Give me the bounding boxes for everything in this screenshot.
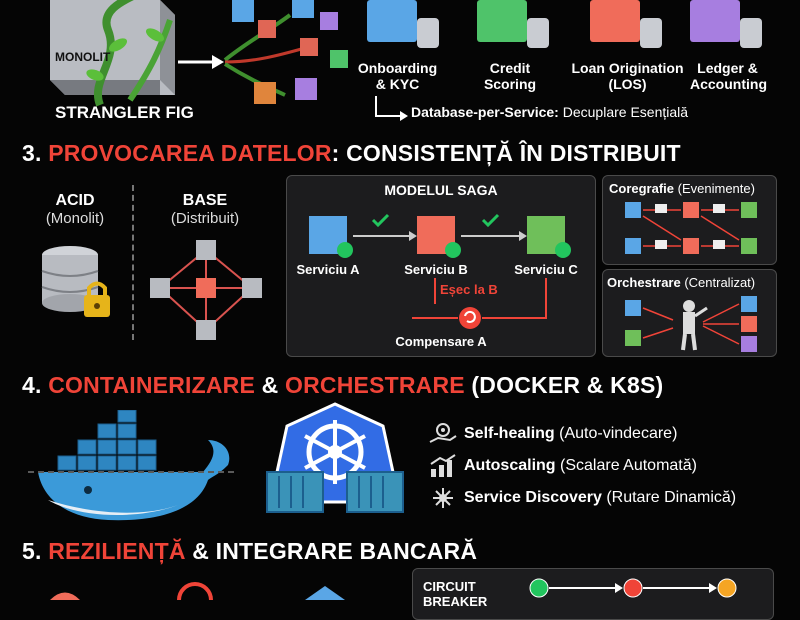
onboarding-service-icon: [367, 0, 439, 48]
section-4-title: 4. CONTAINERIZARE & ORCHESTRARE (DOCKER …: [22, 372, 664, 398]
service-label: Credit Scoring: [483, 60, 537, 92]
section-3-title: 3. PROVOCAREA DATELOR: CONSISTENȚĂ ÎN DI…: [22, 140, 681, 166]
circuit-breaker-label: CIRCUIT BREAKER: [423, 579, 488, 609]
monolith-strangler-illustration: [0, 0, 360, 130]
bar-chart-icon: [430, 454, 456, 477]
credit-scoring-service-icon: [477, 0, 549, 48]
database-lock-icon: [41, 246, 110, 317]
feature-service-discovery: Service Discovery (Rutare Dinamică): [428, 482, 800, 514]
choreography-events-diagram: [625, 202, 757, 254]
hand-gear-icon: [429, 423, 457, 443]
service-onboarding: Onboarding & KYC: [355, 0, 465, 92]
feature-self-healing: Self-healing (Auto-vindecare): [428, 418, 800, 450]
base-block: BASE (Distribuit): [155, 192, 255, 227]
ledger-service-icon: [690, 0, 762, 48]
saga-service-c: Serviciu C: [514, 262, 578, 277]
service-icons-row: Onboarding & KYC Credit Scoring Loan Ori…: [355, 0, 800, 95]
strangler-fig-label: STRANGLER FIG: [55, 103, 194, 122]
service-ledger: Ledger & Accounting: [690, 0, 800, 92]
docker-whale-icon: [28, 410, 238, 521]
orchestrator-conductor-icon: [625, 296, 757, 352]
saga-compensate-label: Compensare A: [395, 334, 487, 349]
service-label: Onboarding & KYC: [357, 60, 438, 92]
elbow-arrow-icon: [375, 96, 408, 121]
orchestration-panel: Orchestrare (Centralizat): [602, 269, 777, 357]
saga-service-b: Serviciu B: [404, 262, 468, 277]
base-subtitle: (Distribuit): [170, 210, 240, 227]
base-title: BASE: [182, 192, 228, 209]
network-icon: [433, 488, 453, 508]
monolith-cube-icon: [50, 0, 348, 107]
acid-base-divider: [132, 185, 134, 340]
acid-block: ACID (Monolit): [25, 192, 125, 227]
service-loan: Loan Origination (LOS): [570, 0, 690, 92]
choreography-title: Coregrafie (Evenimente): [609, 181, 755, 196]
service-label: Loan Origination (LOS): [571, 60, 684, 92]
kubernetes-helm-icon: [266, 402, 404, 513]
service-credit: Credit Scoring: [465, 0, 575, 92]
saga-flow-diagram: [309, 213, 571, 329]
circuit-breaker-panel: CIRCUIT BREAKER: [412, 568, 774, 620]
resilience-icons-partial: [50, 582, 345, 600]
section-5-title: 5. REZILIENȚĂ & INTEGRARE BANCARĂ: [22, 538, 478, 564]
saga-failure-label: Eșec la B: [440, 282, 498, 297]
saga-panel: MODELUL SAGA Serviciu A Serviciu B Servi…: [286, 175, 596, 357]
distributed-network-icon: [150, 240, 262, 340]
choreography-panel: Coregrafie (Evenimente): [602, 175, 777, 265]
feature-autoscaling: Autoscaling (Scalare Automată): [428, 450, 800, 482]
service-label: Ledger & Accounting: [690, 60, 767, 92]
monolit-label: MONOLIT: [55, 50, 111, 64]
orchestration-title: Orchestrare (Centralizat): [607, 275, 756, 290]
saga-title: MODELUL SAGA: [384, 182, 498, 198]
k8s-features-list: Self-healing (Auto-vindecare) Autoscalin…: [428, 418, 800, 514]
acid-title: ACID: [55, 192, 95, 209]
db-per-service-caption: Database-per-Service: Decuplare Esențial…: [411, 104, 689, 120]
acid-subtitle: (Monolit): [45, 210, 105, 227]
saga-service-a: Serviciu A: [296, 262, 360, 277]
loan-origination-service-icon: [590, 0, 662, 48]
circuit-states-diagram: [529, 578, 737, 598]
